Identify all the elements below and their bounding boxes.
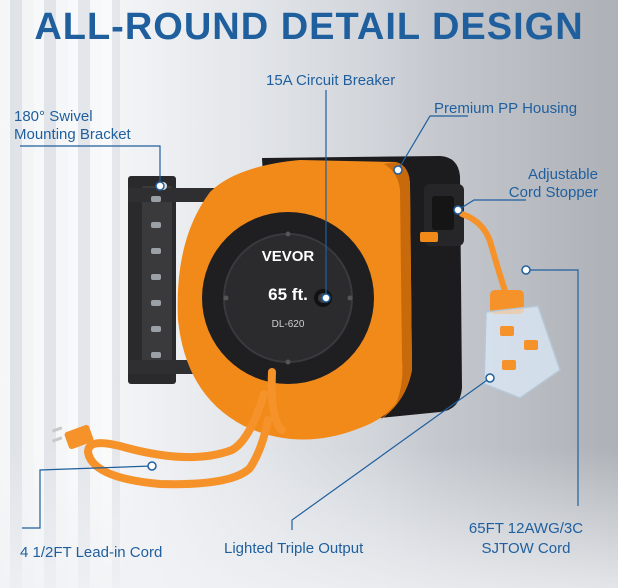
callout-circuit-breaker: 15A Circuit Breaker <box>266 72 396 89</box>
lead-in-cord <box>51 368 286 489</box>
mounting-bracket <box>128 176 218 384</box>
headline: ALL-ROUND DETAIL DESIGN <box>34 6 584 48</box>
callout-lead-in-cord: 4 1/2FT Lead-in Cord <box>20 544 163 561</box>
callout-stopper-line1: Adjustable <box>527 166 598 183</box>
callout-swivel-bracket-line2: Mounting Bracket <box>14 126 131 143</box>
callout-stopper-line2: Cord Stopper <box>508 184 598 201</box>
callout-swivel-bracket-line1: 180° Swivel <box>14 108 93 125</box>
callout-cord-spec-line1: 65FT 12AWG/3C <box>468 520 584 537</box>
brand-logo-text: VEVOR <box>261 248 315 265</box>
output-cord <box>459 211 561 399</box>
callout-dots <box>147 165 531 471</box>
callout-triple-output: Lighted Triple Output <box>224 540 364 557</box>
callout-housing: Premium PP Housing <box>434 100 578 117</box>
reel-model-text: DL-620 <box>271 319 305 330</box>
reel-length-text: 65 ft. <box>268 285 308 304</box>
callout-lines <box>20 90 579 530</box>
callout-cord-spec-line2: SJTOW Cord <box>481 540 571 557</box>
reel-housing <box>177 156 464 440</box>
